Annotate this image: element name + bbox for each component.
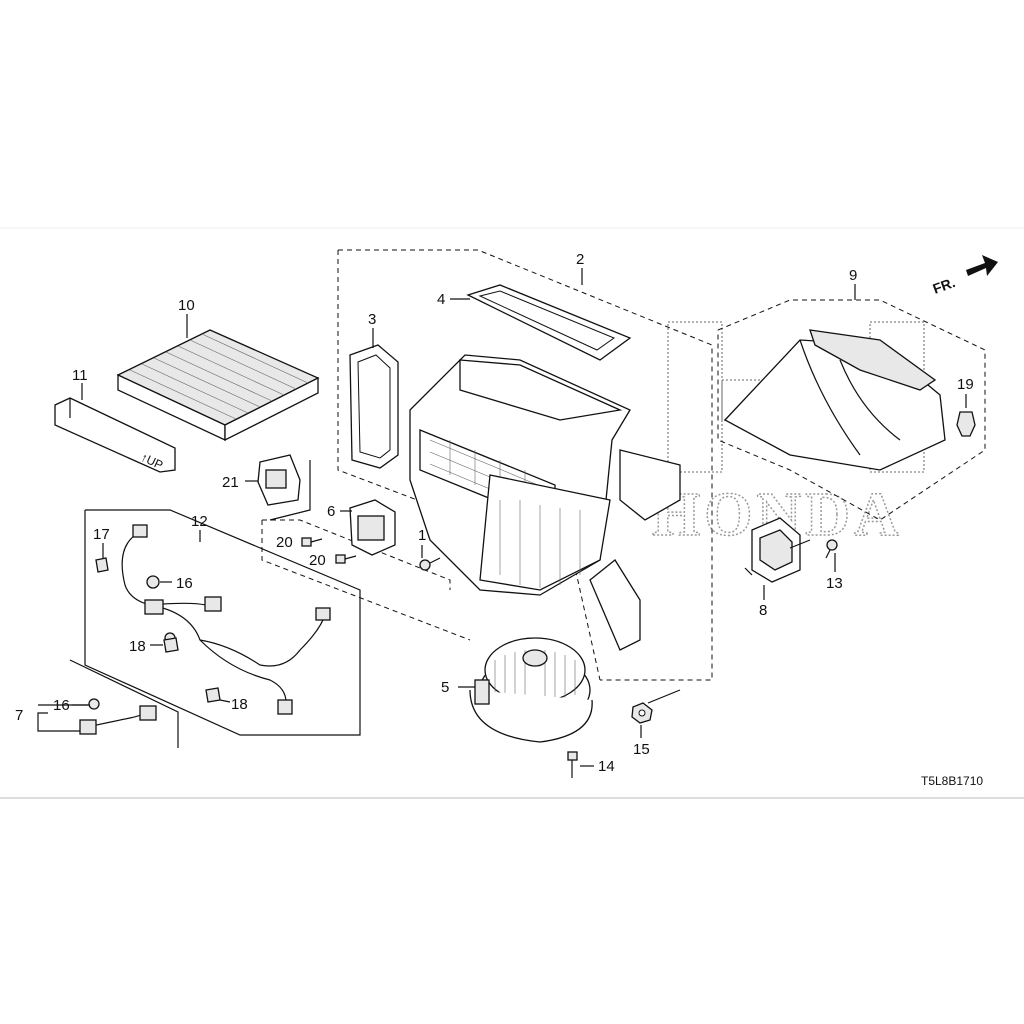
blower-housing: [409, 354, 681, 651]
mode-actuator: [744, 517, 801, 583]
callout-20-lower: 20: [309, 552, 326, 569]
callout-4: 4: [437, 291, 445, 308]
callout-9: 9: [849, 267, 857, 284]
callout-2: 2: [576, 251, 584, 268]
upper-seal: [466, 284, 632, 361]
callout-8: 8: [759, 602, 767, 619]
callout-18-left: 18: [129, 638, 146, 655]
callout-16-lower: 16: [53, 697, 70, 714]
air-duct: [723, 329, 946, 471]
callout-10: 10: [178, 297, 195, 314]
part-9-group-outline: [717, 299, 986, 521]
screw-1: [419, 557, 441, 571]
nut-15: [631, 702, 653, 724]
callout-20-upper: 20: [276, 534, 293, 551]
callout-6: 6: [327, 503, 335, 520]
callout-13: 13: [826, 575, 843, 592]
front-direction-indicator: FR.: [931, 255, 998, 297]
clip-19: [956, 411, 976, 437]
clip-18-right: [205, 687, 221, 703]
callout-11: 11: [72, 367, 88, 384]
callout-19: 19: [957, 376, 974, 393]
wire-harness: [121, 524, 331, 715]
power-transistor: [257, 454, 301, 506]
screw-13: [825, 539, 838, 559]
callout-7: 7: [15, 707, 23, 724]
sub-harness: [79, 698, 157, 735]
cabin-filter: [116, 329, 320, 442]
part-21-outline: [269, 460, 311, 521]
harness-group-outline: [69, 509, 361, 748]
clip-18-left: [163, 637, 179, 653]
callout-12: 12: [191, 513, 208, 530]
direction-label: FR.: [931, 274, 958, 297]
clip-16-upper: [146, 575, 160, 589]
seal-gasket: [349, 344, 399, 469]
callout-3: 3: [368, 311, 376, 328]
clip-17: [95, 557, 109, 573]
callout-21: 21: [222, 474, 239, 491]
callout-14: 14: [598, 758, 615, 775]
front-arrow-icon: [966, 255, 998, 276]
diagram-code: T5L8B1710: [921, 774, 983, 788]
callout-5: 5: [441, 679, 449, 696]
callout-15: 15: [633, 741, 650, 758]
callout-16-upper: 16: [176, 575, 193, 592]
blower-motor: [469, 637, 593, 743]
filter-lid: ↑UP: [54, 397, 176, 473]
callout-17: 17: [93, 526, 110, 543]
blower-controller: [349, 499, 396, 556]
callout-18-right: 18: [231, 696, 248, 713]
callout-1: 1: [418, 527, 426, 544]
bolt-14: [567, 751, 578, 778]
screws-20: [301, 537, 357, 564]
